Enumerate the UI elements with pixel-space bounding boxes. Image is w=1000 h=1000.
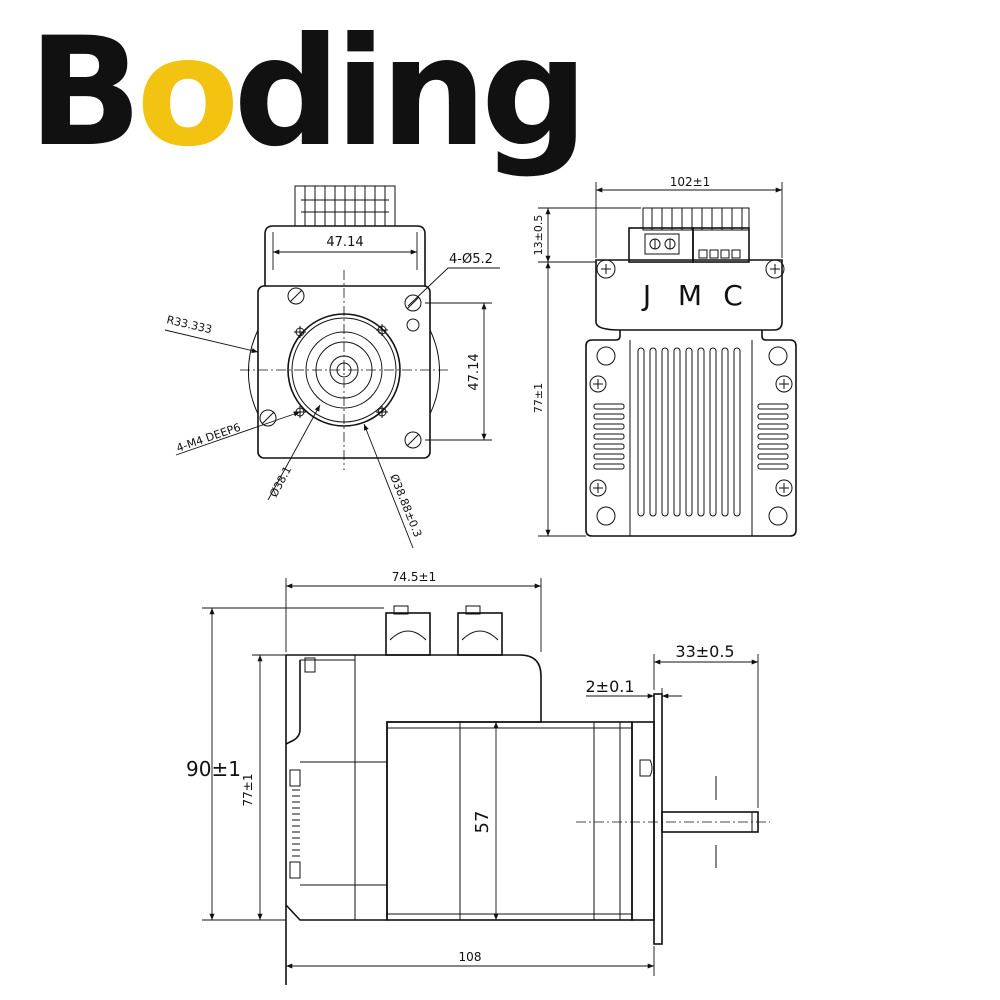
top-motor-body — [585, 330, 797, 537]
side-connectors — [385, 605, 503, 656]
dim-front-vertical: 47.14 — [467, 353, 482, 390]
dim-flange-thickness: 2±0.1 — [585, 677, 634, 696]
logo-suffix: ding — [233, 6, 588, 180]
dim-connector-height: 13±0.5 — [532, 215, 545, 256]
dim-shaft-length: 33±0.5 — [675, 642, 734, 661]
dim-connector-width: 47.14 — [326, 235, 363, 250]
dim-side-body-height: 77±1 — [241, 774, 255, 807]
logo-prefix: B — [28, 6, 142, 180]
front-driver-cover — [264, 225, 426, 286]
top-mounting-holes — [589, 346, 793, 526]
dim-radius: R33.333 — [165, 313, 213, 336]
label-c: C — [723, 279, 743, 312]
front-connector — [294, 185, 396, 227]
top-cooling-fins — [593, 347, 789, 517]
dim-frame-size: 57 — [472, 811, 493, 834]
dim-side-top-length: 74.5±1 — [392, 570, 436, 584]
label-m: M — [678, 279, 702, 312]
front-view: 47.14 4-Ø5.2 47.14 R33.333 4-M4 DEEP6 Ø3… — [164, 185, 500, 549]
top-connectors — [628, 207, 750, 263]
dim-tapped-holes: 4-M4 DEEP6 — [175, 421, 243, 455]
side-driver-housing — [286, 654, 542, 920]
dim-bolt-circle: Ø38.1 — [267, 464, 294, 499]
side-motor-body — [386, 721, 633, 921]
brand-logo: Boding — [28, 18, 588, 168]
dim-top-width: 102±1 — [670, 175, 711, 189]
dim-total-height: 90±1 — [186, 757, 241, 781]
side-view: 74.5±1 33±0.5 2±0.1 90±1 77±1 57 108 — [186, 570, 770, 985]
dim-total-length: 108 — [459, 950, 482, 964]
dim-top-height: 77±1 — [532, 383, 545, 413]
logo-accent-letter: o — [136, 6, 239, 180]
side-flange — [631, 721, 655, 921]
front-mounting-holes — [259, 287, 422, 449]
front-tapped-holes — [294, 324, 388, 418]
dim-mounting-holes: 4-Ø5.2 — [449, 252, 493, 267]
top-view: J M C — [532, 175, 797, 537]
label-j: J — [641, 279, 651, 312]
top-driver-body — [595, 259, 783, 331]
side-terminal-strip — [292, 789, 300, 857]
